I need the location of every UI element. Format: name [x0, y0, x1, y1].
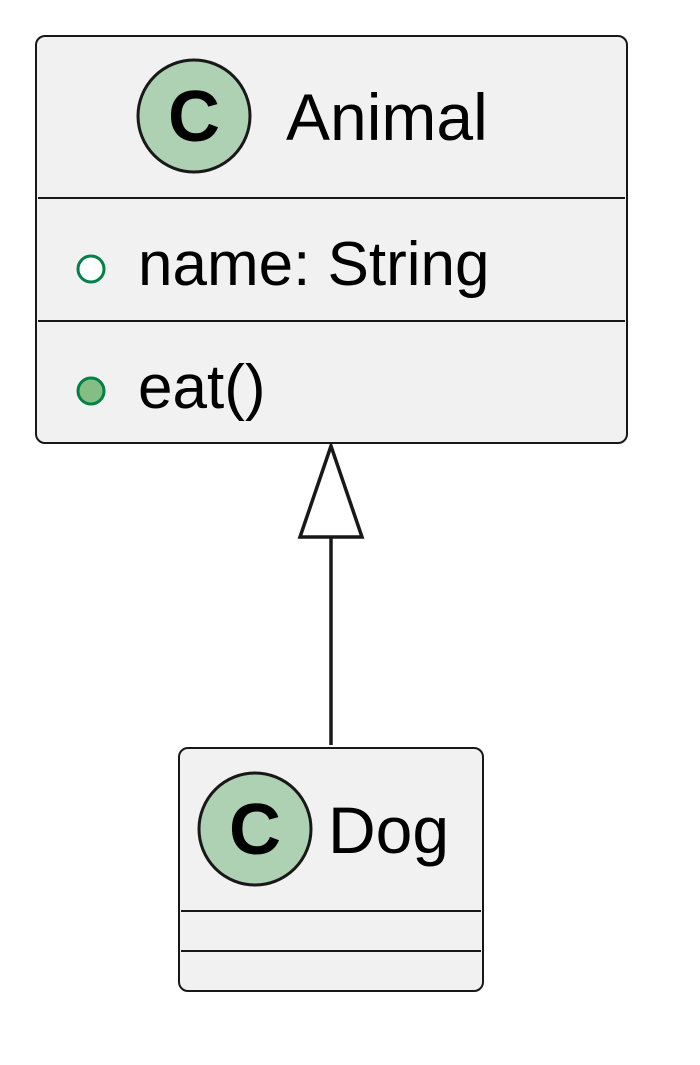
- method-row: eat(): [76, 353, 265, 422]
- class-animal-name: Animal: [286, 80, 488, 154]
- class-circle-icon: [136, 58, 252, 174]
- class-dog[interactable]: C Dog: [178, 747, 484, 992]
- class-letter: C: [229, 790, 281, 870]
- public-visibility-icon: [76, 254, 106, 284]
- class-animal[interactable]: C Animal name: String eat(): [35, 35, 628, 444]
- method-eat-text: eat(): [138, 353, 265, 422]
- class-circle-icon: [197, 771, 313, 887]
- inheritance-edge: [297, 440, 365, 745]
- class-icon: C: [197, 771, 313, 887]
- public-method-icon: [76, 376, 106, 406]
- class-icon: C: [136, 58, 252, 174]
- attribute-row: name: String: [76, 230, 490, 299]
- inheritance-arrowhead: [297, 440, 365, 539]
- attribute-name-text: name: String: [138, 230, 490, 299]
- class-letter: C: [168, 77, 220, 157]
- class-dog-name: Dog: [328, 793, 449, 867]
